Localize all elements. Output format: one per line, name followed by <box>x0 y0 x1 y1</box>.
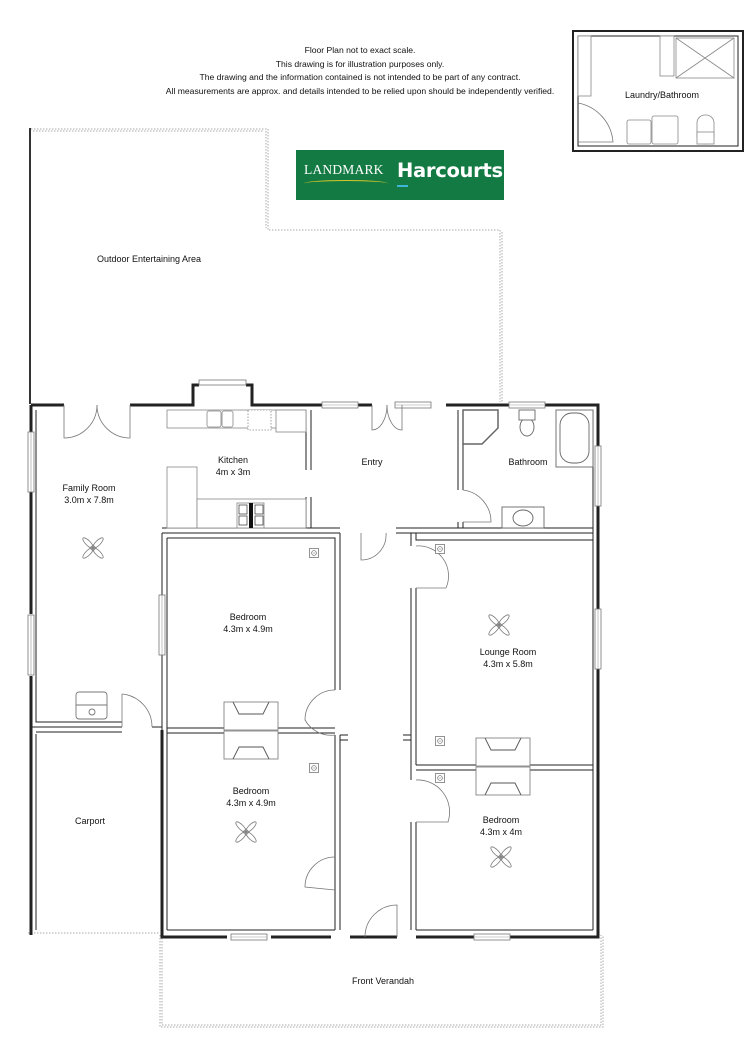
cooktop-icon <box>249 503 253 528</box>
fireplace-icon <box>475 766 531 796</box>
inset-room-label: Laundry/Bathroom <box>624 90 700 100</box>
logo-harcourts-text: Harcourts <box>397 159 503 182</box>
disclaimer-line: All measurements are approx. and details… <box>165 85 555 96</box>
ceiling-fan-icon <box>489 845 513 869</box>
disclaimer-notes: Floor Plan not to exact scale. This draw… <box>0 44 720 98</box>
exterior-walls <box>29 383 600 939</box>
disclaimer-line: This drawing is for illustration purpose… <box>275 58 445 69</box>
power-point-icon <box>435 736 445 746</box>
inset-laundry-plan <box>572 30 744 152</box>
room-name: Family Room <box>62 483 116 493</box>
room-size: 4.3m x 4.9m <box>223 624 273 634</box>
outdoor-area-outline <box>28 128 604 1028</box>
ceiling-fan-icon <box>234 820 258 844</box>
ceiling-fan-icon <box>81 536 105 560</box>
room-label-bathroom: Bathroom <box>508 457 548 467</box>
window <box>230 933 268 941</box>
power-point-icon <box>435 773 445 783</box>
room-name: Lounge Room <box>479 647 537 657</box>
window <box>27 614 35 676</box>
bay-window <box>198 379 247 386</box>
room-label-bedroom-1: Bedroom 4.3m x 4.9m <box>223 611 273 635</box>
room-size: 4.3m x 4.9m <box>226 798 276 808</box>
fireplace-icon <box>223 730 279 760</box>
fireplace-icon <box>475 737 531 767</box>
logo-landmark-text: LANDMARK <box>304 162 384 177</box>
room-label-family: Family Room 3.0m x 7.8m <box>62 482 115 506</box>
room-label-carport: Carport <box>74 816 106 826</box>
agency-logo: LANDMARK Harcourts <box>296 150 504 200</box>
window <box>594 445 602 507</box>
window <box>594 608 602 670</box>
window <box>394 401 432 409</box>
room-name: Kitchen <box>217 455 249 465</box>
disclaimer-line: The drawing and the information containe… <box>199 72 521 82</box>
room-label-lounge: Lounge Room 4.3m x 5.8m <box>480 646 537 670</box>
interior-walls <box>31 410 594 935</box>
room-label-outdoor: Outdoor Entertaining Area <box>96 254 202 264</box>
bathroom-fixtures <box>462 409 594 529</box>
room-label-verandah: Front Verandah <box>351 976 415 986</box>
family-room-appliance <box>75 691 108 720</box>
fireplace-icon <box>223 701 279 731</box>
room-label-kitchen: Kitchen 4m x 3m <box>216 454 251 478</box>
window <box>158 594 166 656</box>
logo-swoosh-icon <box>304 180 388 187</box>
window <box>473 933 511 941</box>
window <box>508 401 546 409</box>
logo-underline-icon <box>397 185 408 187</box>
room-label-entry: Entry <box>361 457 383 467</box>
window <box>27 431 35 493</box>
power-point-icon <box>309 763 319 773</box>
doors <box>63 404 492 938</box>
room-name: Bedroom <box>232 786 270 796</box>
room-size: 4m x 3m <box>215 467 251 477</box>
room-size: 4.3m x 4m <box>479 827 523 837</box>
disclaimer-line: Floor Plan not to exact scale. <box>304 45 416 55</box>
room-label-bedroom-2: Bedroom 4.3m x 4.9m <box>226 785 276 809</box>
room-label-bedroom-3: Bedroom 4.3m x 4m <box>480 814 522 838</box>
room-size: 3.0m x 7.8m <box>64 495 114 505</box>
room-size: 4.3m x 5.8m <box>483 659 533 669</box>
room-name: Bedroom <box>482 815 520 825</box>
window <box>321 401 359 409</box>
ceiling-fan-icon <box>487 613 511 637</box>
power-point-icon <box>435 544 445 554</box>
power-point-icon <box>309 548 319 558</box>
cooktop-burners-icon <box>238 504 264 526</box>
room-name: Bedroom <box>229 612 267 622</box>
